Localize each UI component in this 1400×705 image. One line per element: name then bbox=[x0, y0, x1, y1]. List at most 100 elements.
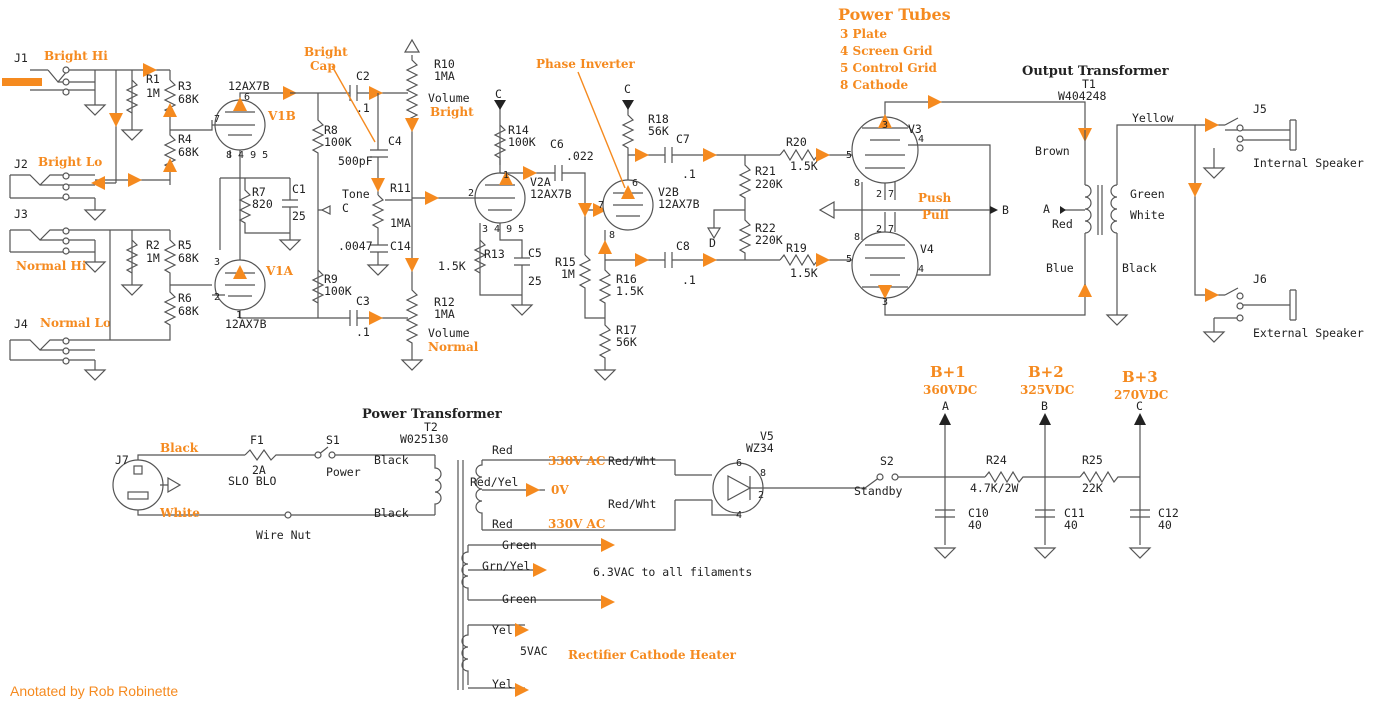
r14-label: R14 bbox=[508, 123, 529, 137]
v0-label: 0V bbox=[551, 483, 569, 497]
r25-label: R25 bbox=[1082, 453, 1103, 467]
wire-blue: Blue bbox=[1046, 261, 1074, 275]
r9-value: 100K bbox=[324, 284, 352, 298]
bplus2-node: B bbox=[1041, 399, 1048, 413]
v2a-pin1: 1 bbox=[503, 170, 509, 181]
c8-label: C8 bbox=[676, 239, 690, 253]
r18-label: R18 bbox=[648, 112, 669, 126]
v2b-label: V2B bbox=[658, 185, 679, 199]
c12-value: 40 bbox=[1158, 518, 1172, 532]
r15-label: R15 bbox=[555, 255, 576, 269]
v3-label: V3 bbox=[908, 122, 922, 136]
jack-j4: J4 bbox=[9, 317, 110, 381]
v5vac-label: 5VAC bbox=[520, 644, 548, 658]
c14-value: .0047 bbox=[338, 239, 373, 253]
r5-label: R5 bbox=[178, 238, 192, 252]
r2-value: 1M bbox=[146, 251, 160, 265]
power-transformer bbox=[434, 455, 712, 697]
s1-type: Power bbox=[326, 465, 361, 479]
c3-value: .1 bbox=[356, 325, 370, 339]
r13-label: R13 bbox=[484, 247, 505, 261]
fil-green-1: Green bbox=[502, 538, 537, 552]
push-label: Push bbox=[918, 191, 952, 205]
b-ref-arrow bbox=[990, 206, 998, 214]
pin-legend-3: 8 Cathode bbox=[840, 78, 909, 92]
r3-label: R3 bbox=[178, 79, 192, 93]
v4-pin4: 4 bbox=[918, 264, 924, 275]
r10-label: R10 bbox=[434, 57, 455, 71]
v5-pin4: 4 bbox=[736, 510, 742, 521]
fil-green-2: Green bbox=[502, 592, 537, 606]
wire-white: White bbox=[1130, 208, 1165, 222]
r13-value: 1.5K bbox=[438, 259, 466, 273]
bright-channel-label: Bright bbox=[430, 105, 474, 119]
cathode-network-v1 bbox=[219, 177, 301, 251]
f1-label: F1 bbox=[250, 433, 264, 447]
r24-label: R24 bbox=[986, 453, 1007, 467]
rectifier-v5 bbox=[711, 462, 945, 516]
c2-value: .1 bbox=[356, 101, 370, 115]
v1a-type: 12AX7B bbox=[225, 317, 267, 331]
j3-label: J3 bbox=[14, 207, 28, 221]
phase-inverter-label: Phase Inverter bbox=[536, 57, 636, 71]
r20-label: R20 bbox=[786, 135, 807, 149]
output-transformer-title: Output Transformer bbox=[1022, 64, 1169, 79]
r22-label: R22 bbox=[755, 221, 776, 235]
v1b-label: V1B bbox=[267, 109, 296, 123]
c7-value: .1 bbox=[682, 167, 696, 181]
v3-pins-27: 2 7 bbox=[876, 189, 894, 200]
mains-input bbox=[112, 446, 435, 519]
pin-legend-2: 5 Control Grid bbox=[840, 61, 938, 75]
v1a-pin3: 3 bbox=[214, 257, 220, 268]
standby-label: Standby bbox=[854, 484, 903, 498]
r15-value: 1M bbox=[561, 267, 575, 281]
volume-pots bbox=[401, 38, 475, 371]
r6-label: R6 bbox=[178, 291, 192, 305]
v1b-pin6: 6 bbox=[244, 92, 250, 103]
output-transformer bbox=[1060, 117, 1297, 343]
credit-text: Anotated by Rob Robinette bbox=[10, 683, 178, 699]
sec-red-yel: Red/Yel bbox=[470, 475, 518, 489]
v2b-type: 12AX7B bbox=[658, 197, 700, 211]
c5-value: 25 bbox=[528, 274, 542, 288]
coupling-c7-c8 bbox=[664, 147, 780, 268]
c2-label: C2 bbox=[356, 69, 370, 83]
tone-stack bbox=[331, 65, 412, 276]
rect-heater-label: Rectifier Cathode Heater bbox=[568, 648, 737, 662]
normal-lo-label: Normal Lo bbox=[40, 316, 111, 330]
c10-value: 40 bbox=[968, 518, 982, 532]
red-wht-1: Red/Wht bbox=[608, 454, 656, 468]
bplus1-voltage: 360VDC bbox=[923, 383, 977, 397]
internal-speaker-label: Internal Speaker bbox=[1253, 156, 1364, 170]
input-network bbox=[91, 63, 213, 341]
j7-label: J7 bbox=[115, 453, 129, 467]
c-ref-v1: C bbox=[342, 201, 349, 215]
c-ref-arrow bbox=[320, 205, 331, 215]
v330-top: 330V AC bbox=[548, 454, 605, 468]
j6-label: J6 bbox=[1253, 272, 1267, 286]
power-transformer-title: Power Transformer bbox=[362, 407, 502, 422]
filter-chain bbox=[934, 413, 1151, 559]
pull-label: Pull bbox=[922, 208, 949, 222]
input-plug-icon bbox=[2, 78, 42, 86]
r8-value: 100K bbox=[324, 135, 352, 149]
v1a-pin2: 2 bbox=[214, 292, 220, 303]
t1-label: T1 bbox=[1082, 77, 1096, 91]
bplus1-node: A bbox=[942, 399, 949, 413]
r17-value: 56K bbox=[616, 335, 637, 349]
r16-value: 1.5K bbox=[616, 284, 644, 298]
c7-label: C7 bbox=[676, 132, 690, 146]
d-ref: D bbox=[709, 236, 716, 250]
c12-label: C12 bbox=[1158, 506, 1179, 520]
v2a-pins: 3 4 9 5 bbox=[482, 224, 524, 235]
v5-pin8: 8 bbox=[760, 468, 766, 479]
r7-value: 820 bbox=[252, 197, 273, 211]
j4-label: J4 bbox=[14, 317, 28, 331]
v2a-pin2: 2 bbox=[468, 188, 474, 199]
v1b-pin7: 7 bbox=[214, 114, 220, 125]
external-speaker-label: External Speaker bbox=[1253, 326, 1364, 340]
c11-label: C11 bbox=[1064, 506, 1085, 520]
r21-value: 220K bbox=[755, 177, 783, 191]
wire-yellow: Yellow bbox=[1132, 111, 1174, 125]
